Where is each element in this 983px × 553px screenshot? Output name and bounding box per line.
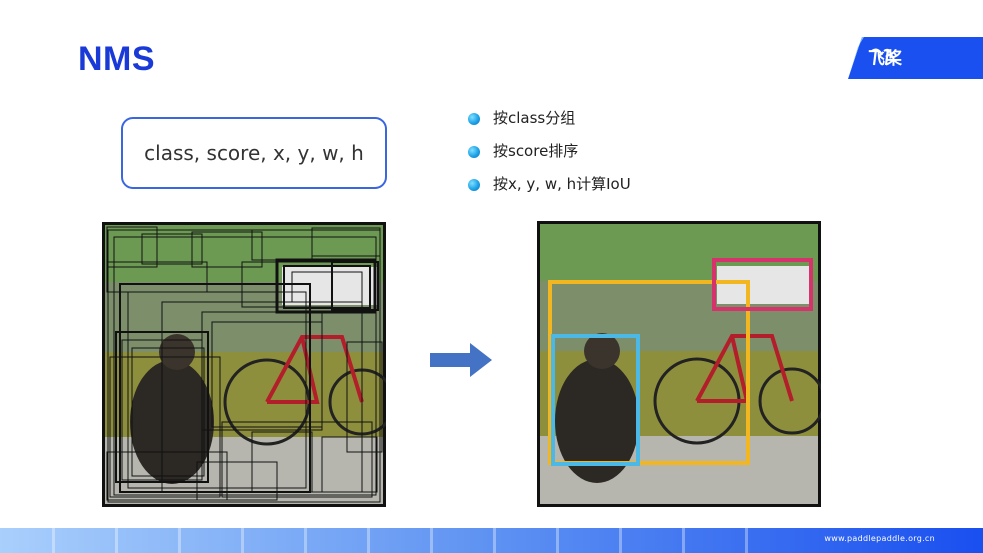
bicycle-detection-box [548,280,750,465]
footer-bar [0,528,983,553]
list-item: 按score排序 [466,139,631,172]
after-nms-image [537,221,821,507]
step-text: 按x, y, w, h计算IoU [493,175,631,193]
logo-text: 飞桨 [868,49,902,69]
right-arrow-icon [430,343,492,377]
slide-title: NMS [78,40,156,78]
list-item: 按x, y, w, h计算IoU [466,172,631,205]
photo-scene [105,225,386,504]
footer-url: www.paddlepaddle.org.cn [824,534,935,543]
bullet-dot-icon [468,179,480,191]
bullet-dot-icon [468,113,480,125]
dog-detection-box [551,334,640,466]
before-nms-image [102,222,386,507]
step-text: 按class分组 [493,109,576,127]
photo-scene [540,224,821,504]
overlapping-detection-boxes [106,226,383,503]
list-item: 按class分组 [466,106,631,139]
step-text: 按score排序 [493,142,579,160]
steps-list: 按class分组 按score排序 按x, y, w, h计算IoU [466,106,631,205]
paddle-logo [848,37,983,79]
bullet-dot-icon [468,146,480,158]
detection-fields-box: class, score, x, y, w, h [121,117,387,189]
detection-fields-text: class, score, x, y, w, h [144,141,364,165]
truck-detection-box [712,258,813,311]
